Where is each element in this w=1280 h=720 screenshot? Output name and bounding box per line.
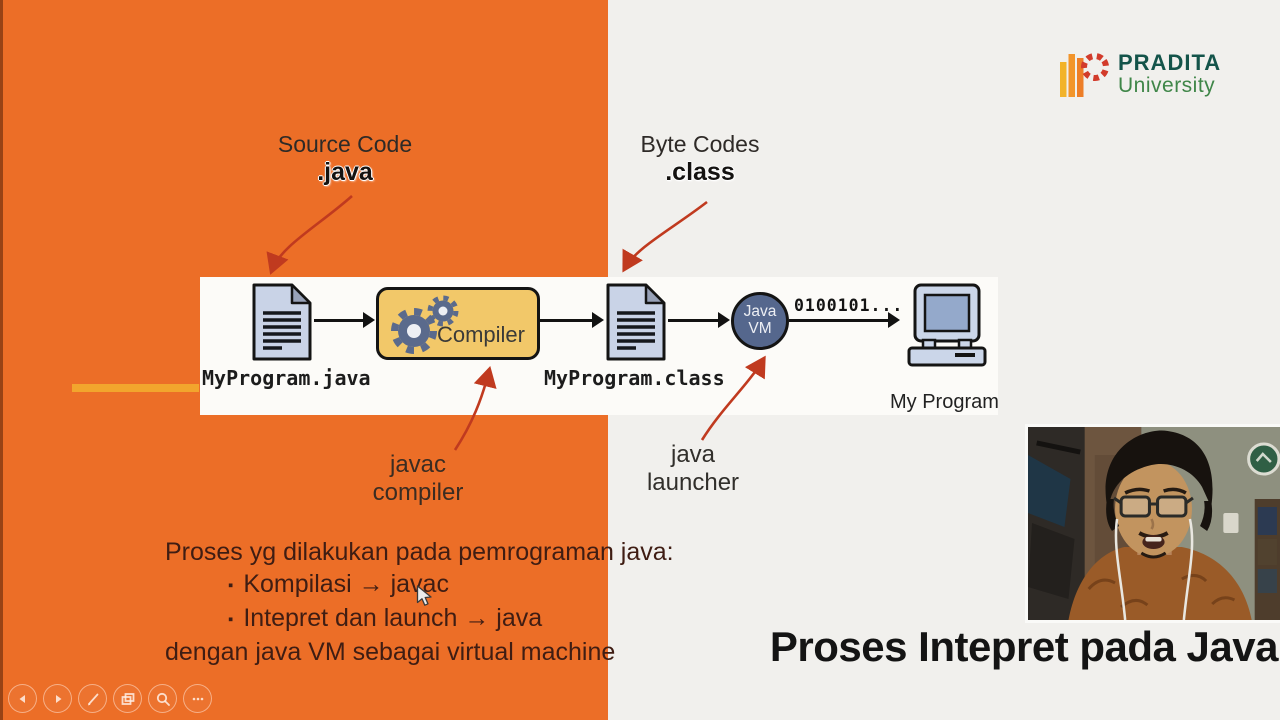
launcher-line1: java xyxy=(670,441,716,468)
wall-clock xyxy=(1247,442,1280,476)
byte-codes-callout: Byte Codes .class xyxy=(600,131,800,187)
next-slide-icon xyxy=(55,694,61,703)
flow-arrow-4 xyxy=(789,312,900,328)
pradita-logo: PRADITA University xyxy=(1058,45,1221,103)
accent-dash xyxy=(72,384,199,392)
source-code-label: Source Code xyxy=(277,131,413,157)
javac-line1: javac xyxy=(389,451,447,478)
see-all-slides-icon xyxy=(121,692,134,705)
next-slide-button[interactable] xyxy=(43,684,72,713)
source-file-icon xyxy=(252,283,312,361)
person-shirt xyxy=(1068,547,1252,620)
class-extension-label: .class xyxy=(665,158,735,186)
pradita-logo-icon xyxy=(1060,53,1109,97)
slide-title: Proses Intepret pada Java xyxy=(769,623,1279,670)
java-vm-node: Java VM xyxy=(731,292,789,350)
webcam-video xyxy=(1028,427,1280,620)
diagram-band xyxy=(200,277,998,415)
flow-arrow-2 xyxy=(540,312,604,328)
glasses xyxy=(1113,495,1194,518)
java-launcher-callout: java launcher xyxy=(613,441,773,498)
gears-icon xyxy=(391,295,459,354)
pen-button[interactable] xyxy=(78,684,107,713)
hanging-clothes xyxy=(1028,455,1071,527)
left-edge-shadow xyxy=(0,0,3,720)
computer-icon xyxy=(907,283,987,367)
pen-icon xyxy=(87,693,98,705)
bullet-kompilasi-text: Kompilasi → javac xyxy=(243,570,449,598)
more-options-button[interactable] xyxy=(183,684,212,713)
source-file-label: MyProgram.java xyxy=(202,366,371,390)
java-vm-line2: VM xyxy=(748,320,772,337)
bullet-marker: ▪ xyxy=(228,611,234,628)
zoom-icon xyxy=(156,692,170,706)
class-file-icon xyxy=(606,283,666,361)
webcam-overlay xyxy=(1025,424,1280,623)
compiler-label: Compiler xyxy=(436,322,525,347)
bullet-kompilasi: ▪ Kompilasi → javac xyxy=(228,568,674,602)
see-all-slides-button[interactable] xyxy=(113,684,142,713)
javac-line2: compiler xyxy=(372,479,464,507)
earphone-wire xyxy=(1182,518,1194,620)
previous-slide-button[interactable] xyxy=(8,684,37,713)
person-hair xyxy=(1105,430,1213,507)
java-vm-line1: Java xyxy=(743,303,777,321)
bullet-intepret-text: Intepret dan launch → java xyxy=(243,604,543,632)
launcher-line2: launcher xyxy=(646,469,740,497)
light-switch xyxy=(1223,513,1239,533)
person-face xyxy=(1115,461,1192,557)
byte-codes-label: Byte Codes xyxy=(640,131,760,157)
bullet-intepret: ▪ Intepret dan launch → java xyxy=(228,602,674,636)
compiler-box: Compiler xyxy=(376,287,540,360)
presenter-toolbar xyxy=(8,684,212,713)
body-text-block: Proses yg dilakukan pada pemrograman jav… xyxy=(165,536,674,668)
javac-compiler-callout: javac compiler xyxy=(338,451,498,508)
source-code-callout: Source Code .java xyxy=(245,131,445,187)
bullet-marker: ▪ xyxy=(228,577,234,594)
program-label: My Program xyxy=(890,391,999,413)
flow-arrow-3 xyxy=(668,312,730,328)
logo-name: PRADITA xyxy=(1118,50,1222,76)
previous-slide-icon xyxy=(19,694,25,703)
more-options-icon xyxy=(192,697,203,700)
zoom-button[interactable] xyxy=(148,684,177,713)
binary-stream-label: 0100101... xyxy=(794,296,904,315)
earphone-wire xyxy=(1114,518,1127,620)
logo-subname: University xyxy=(1118,73,1216,97)
body-intro: Proses yg dilakukan pada pemrograman jav… xyxy=(165,538,674,566)
class-file-label: MyProgram.class xyxy=(544,366,725,390)
java-extension-label: .java xyxy=(317,158,373,186)
flow-arrow-1 xyxy=(314,312,375,328)
body-outro: dengan java VM sebagai virtual machine xyxy=(165,638,616,666)
